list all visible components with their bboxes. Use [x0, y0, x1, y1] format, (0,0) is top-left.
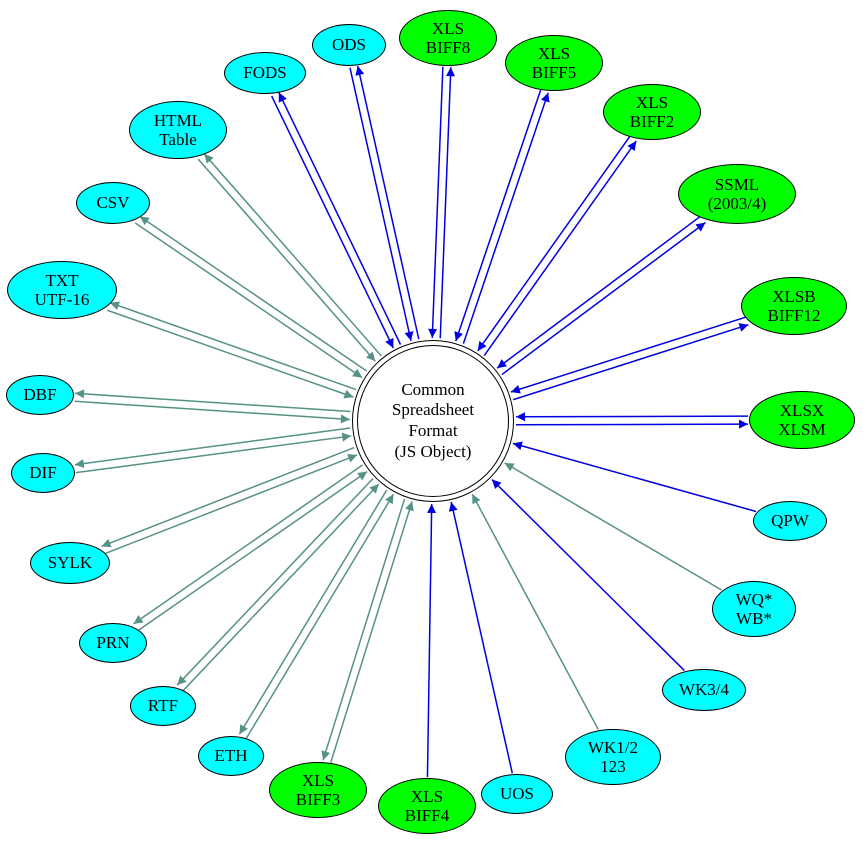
edge-rtf-out	[176, 477, 374, 686]
edge-wk3-4-in	[491, 478, 685, 672]
edge-txt-utf-16-out	[109, 301, 357, 391]
node-csv: CSV	[76, 182, 150, 224]
edge-eth-out	[238, 489, 388, 735]
edge-fods-out	[278, 92, 402, 345]
center-node-inner-ring: Common Spreadsheet Format (JS Object)	[357, 345, 509, 497]
center-label-line: Common	[401, 379, 465, 399]
node-label: ODS	[331, 35, 366, 55]
node-label: FODS	[243, 63, 287, 83]
edge-xlsx-xlsm-in	[515, 412, 748, 422]
edge-wq-wb-in	[504, 462, 722, 591]
edge-qpw-in	[512, 441, 757, 513]
edge-html-table-out	[203, 153, 382, 357]
node-label: QPW	[771, 511, 809, 531]
edge-csv-in	[134, 222, 363, 379]
edge-xlsb-biff12-in	[510, 316, 747, 394]
node-dbf: DBF	[6, 375, 74, 415]
node-label: RTF	[147, 696, 179, 716]
node-dif: DIF	[11, 453, 75, 493]
edge-dif-in	[75, 432, 352, 474]
node-uos: UOS	[481, 774, 553, 814]
edge-ods-in	[349, 67, 414, 342]
center-label-line: Format	[408, 421, 458, 440]
edge-dif-out	[74, 427, 351, 469]
edge-xlsx-xlsm-out	[516, 419, 749, 429]
node-rtf: RTF	[130, 686, 196, 726]
edge-wk1-2-123-in	[471, 493, 599, 730]
edge-dbf-out	[74, 389, 351, 413]
edge-dbf-in	[74, 400, 350, 424]
node-label: WK3/4	[678, 680, 730, 700]
node-label: PRN	[96, 633, 130, 653]
edge-ssml-2003-4-out	[501, 221, 706, 376]
node-label: DBF	[23, 385, 57, 405]
edge-xlsb-biff12-out	[513, 323, 749, 401]
edge-rtf-in	[182, 483, 380, 692]
node-label: WQ*WB*	[735, 589, 773, 628]
node-ssml-2003-4: SSML(2003/4)	[678, 164, 796, 224]
center-node-label: Common Spreadsheet Format (JS Object)	[392, 380, 474, 463]
node-qpw: QPW	[753, 501, 827, 541]
edge-sylk-out	[101, 446, 355, 548]
edge-prn-out	[133, 464, 363, 625]
edge-xls-biff2-in	[477, 136, 631, 352]
center-label-line: (JS Object)	[394, 441, 472, 461]
node-wq-wb: WQ*WB*	[712, 581, 796, 637]
node-label: SSML(2003/4)	[707, 174, 767, 213]
node-wk3-4: WK3/4	[662, 669, 746, 711]
node-ods: ODS	[312, 24, 386, 66]
edge-fods-in	[270, 95, 394, 349]
edge-csv-out	[139, 215, 368, 372]
edge-html-table-in	[197, 158, 376, 362]
center-label-line: Spreadsheet	[391, 400, 475, 420]
edge-xls-biff5-in	[454, 89, 542, 342]
edge-xls-biff5-out	[462, 92, 550, 344]
center-node: Common Spreadsheet Format (JS Object)	[352, 340, 514, 502]
node-label: CSV	[96, 193, 130, 213]
node-label: SYLK	[47, 553, 93, 573]
edge-uos-in	[448, 501, 514, 774]
edge-xls-biff4-in	[426, 503, 437, 778]
node-eth: ETH	[198, 736, 264, 776]
node-sylk: SYLK	[30, 542, 110, 584]
node-label: DIF	[29, 463, 57, 483]
edge-xls-biff8-in	[428, 66, 444, 338]
edge-sylk-in	[104, 454, 358, 555]
edge-ssml-2003-4-in	[496, 215, 702, 369]
edge-xls-biff3-in	[329, 501, 414, 763]
node-prn: PRN	[79, 623, 147, 663]
node-label: ETH	[214, 746, 248, 766]
edge-xls-biff2-out	[483, 140, 637, 357]
node-label: UOS	[499, 784, 534, 804]
node-fods: FODS	[224, 52, 306, 94]
edge-xls-biff8-out	[439, 67, 456, 339]
edge-txt-utf-16-in	[107, 309, 354, 399]
edge-prn-in	[137, 470, 368, 632]
edge-eth-in	[245, 493, 395, 739]
edge-xls-biff3-out	[321, 498, 406, 761]
edge-ods-out	[355, 65, 420, 340]
